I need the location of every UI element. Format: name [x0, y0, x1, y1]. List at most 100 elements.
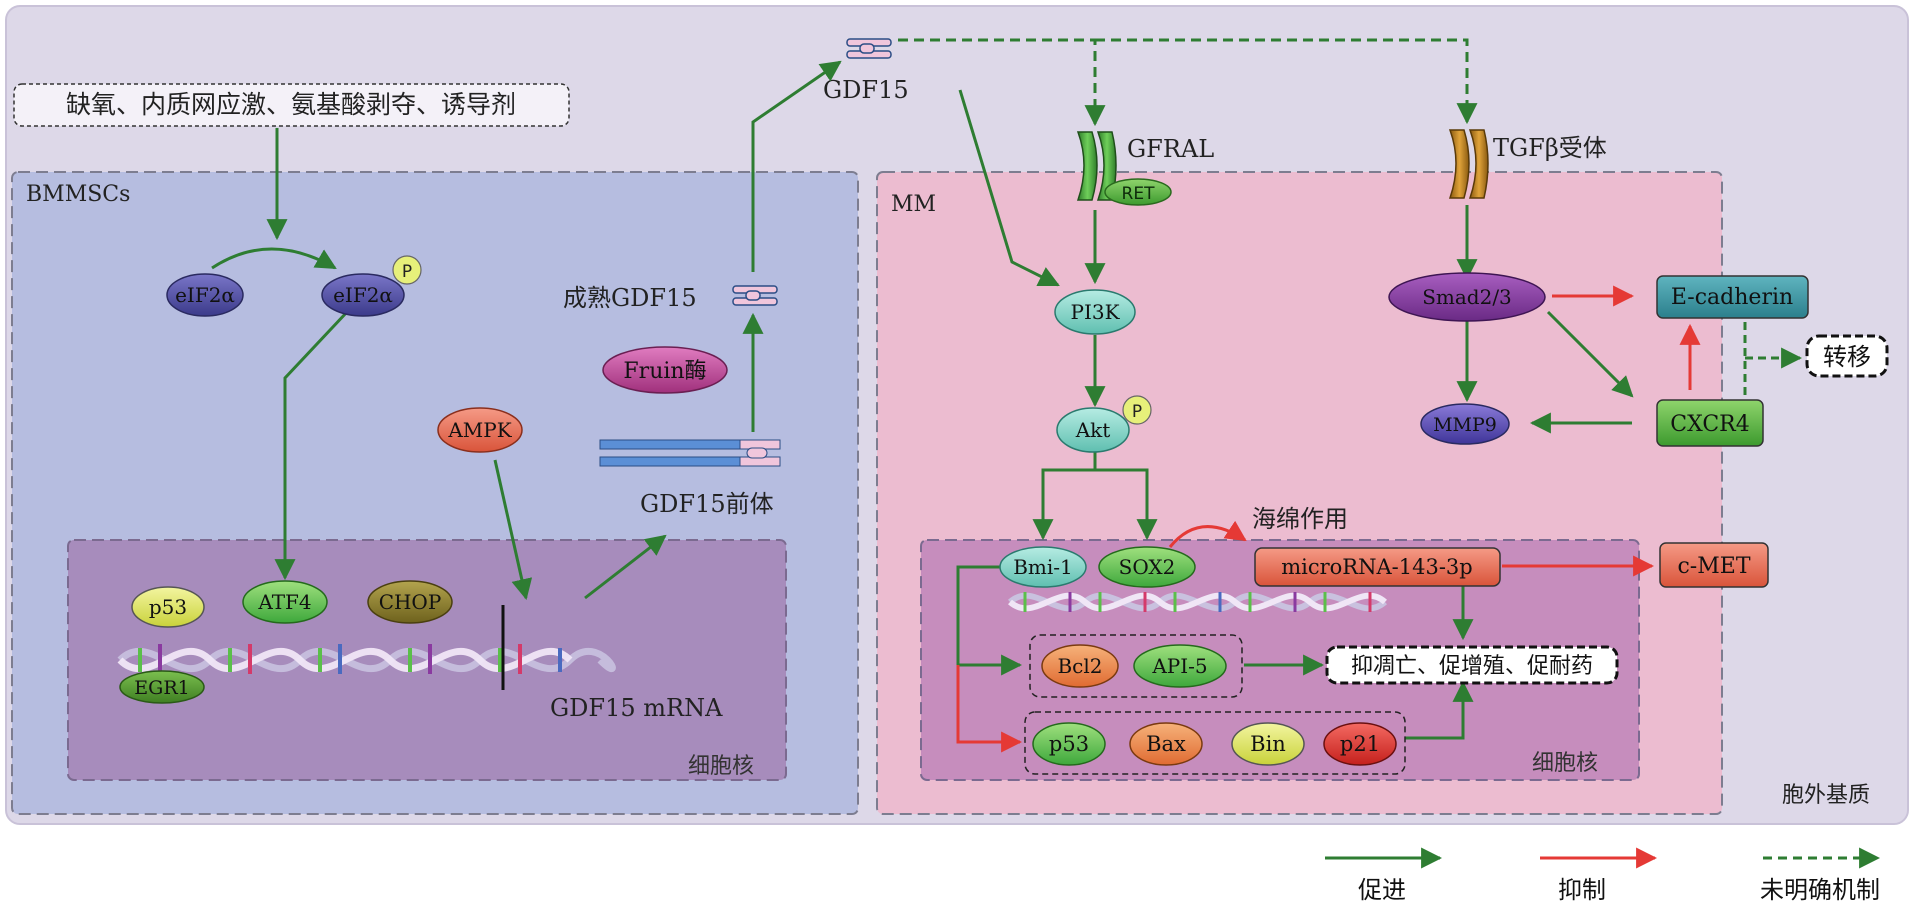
phospho-label-eif2a: P: [402, 262, 412, 282]
dashed-ecadherin-cxcr4-metastasis: [1743, 322, 1800, 395]
triggers-text: 缺氧、内质网应激、氨基酸剥夺、诱导剂: [66, 90, 516, 119]
dna-helix-right: [1008, 592, 1387, 612]
legend-promote-label: 促进: [1358, 876, 1406, 904]
ampk-label: AMPK: [447, 418, 512, 442]
eif2a-phospho-label: eIF2α: [333, 283, 393, 307]
arrow-sox2-mirna: [1168, 520, 1247, 548]
nucleus-left-label: 细胞核: [688, 754, 754, 779]
mm-label: MM: [891, 192, 936, 217]
atf4-label: ATF4: [257, 590, 311, 614]
akt-label: Akt: [1075, 418, 1111, 442]
chop-node: [367, 580, 453, 624]
cxcr4-node: [1656, 399, 1764, 447]
phospho-badge-eif2a: [392, 255, 422, 285]
arrow-smad-cxcr4: [1546, 310, 1634, 398]
mature-gdf15-icon: [732, 285, 778, 306]
mmp9-label: MMP9: [1433, 414, 1497, 436]
bax-label: Bax: [1146, 732, 1186, 756]
triggers-box: [13, 83, 570, 127]
bcl2-label: Bcl2: [1057, 654, 1102, 678]
p53-left-label: p53: [149, 595, 187, 619]
gfral-receptor-icon: [1076, 131, 1172, 206]
bmmsc-label: BMMSCs: [26, 182, 130, 207]
legend: 促进 抑制 未明确机制: [1325, 847, 1881, 904]
gdf15-secreted-icon: [846, 38, 892, 59]
bax-node: [1129, 722, 1203, 766]
ret-label: RET: [1122, 184, 1156, 204]
ecadherin-node: [1656, 275, 1809, 319]
p53-left-node: [131, 586, 205, 628]
pi3k-node: [1054, 289, 1136, 335]
arrow-gdf15-pi3k: [958, 89, 1060, 287]
eif2a-label: eIF2α: [175, 283, 235, 307]
eif2a-node: [166, 273, 244, 317]
bin-node: [1231, 722, 1305, 766]
phospho-label-akt: P: [1132, 402, 1142, 422]
chop-label: CHOP: [379, 590, 442, 614]
ecadherin-label: E-cadherin: [1671, 285, 1793, 310]
tgfb-receptor-label: TGFβ受体: [1493, 134, 1607, 162]
sox2-label: SOX2: [1119, 555, 1176, 579]
p21-label: p21: [1340, 732, 1380, 756]
eif2a-phospho-node: [321, 273, 405, 317]
cmet-label: c-MET: [1677, 554, 1750, 579]
arrow-ampk-mrna: [493, 459, 533, 601]
sponge-label: 海绵作用: [1252, 505, 1348, 533]
mirna-label: microRNA-143-3p: [1281, 555, 1473, 579]
mirna-node: [1254, 547, 1501, 587]
cmet-node: [1659, 542, 1769, 588]
cxcr4-label: CXCR4: [1670, 412, 1750, 437]
ecm-label: 胞外基质: [1782, 783, 1870, 808]
mature-gdf15-label: 成熟GDF15: [563, 284, 697, 312]
metastasis-label: 转移: [1823, 343, 1871, 371]
bmi1-node: [999, 546, 1087, 588]
p53-right-node: [1032, 722, 1106, 766]
furin-node: [602, 346, 728, 394]
bcl2-node: [1041, 644, 1119, 688]
gdf15-precursor-label: GDF15前体: [640, 490, 774, 518]
bin-label: Bin: [1250, 732, 1286, 756]
akt-node: [1056, 407, 1130, 453]
gdf15-secreted-label: GDF15: [823, 76, 909, 104]
nucleus-right-label: 细胞核: [1532, 751, 1598, 776]
arrow-akt-bmi1: [1032, 452, 1097, 541]
arrow-eif2ap-atf4: [274, 310, 349, 581]
egr1-label: EGR1: [134, 677, 189, 699]
gfral-label: GFRAL: [1127, 135, 1214, 163]
arrow-p21-outcome: [1405, 680, 1474, 740]
arrow-akt-sox2: [1095, 468, 1158, 541]
bmi1-label: Bmi-1: [1013, 555, 1073, 579]
outcome-box: [1325, 645, 1619, 685]
arrow-mature-secreted: [751, 60, 842, 272]
mmp9-node: [1420, 403, 1510, 445]
arrow-eif2a-phospho: [211, 247, 337, 270]
tgfb-receptor-icon: [1448, 129, 1489, 199]
sox2-node: [1098, 546, 1196, 588]
arrow-bmi1-bcl2: [956, 565, 1023, 676]
dna-helix-left: [117, 644, 616, 674]
arrow-mrna-precursor: [584, 534, 667, 600]
api5-node: [1133, 644, 1227, 688]
gdf15-precursor-icon: [599, 439, 781, 467]
furin-label: Fruin酶: [623, 359, 706, 384]
atf4-node: [242, 580, 328, 624]
metastasis-box: [1805, 334, 1889, 378]
legend-unknown-label: 未明确机制: [1760, 876, 1880, 904]
gdf15-mrna-label: GDF15 mRNA: [550, 694, 723, 722]
pi3k-label: PI3K: [1070, 300, 1120, 324]
p21-node: [1323, 722, 1397, 766]
api5-label: API-5: [1151, 654, 1207, 678]
pro-apoptosis-group: [1024, 711, 1406, 775]
smad-label: Smad2/3: [1422, 285, 1512, 309]
anti-apoptosis-group: [1029, 634, 1243, 698]
ampk-node: [437, 407, 523, 453]
arrow-bmi1-p53-group: [956, 665, 1023, 753]
smad-node: [1388, 272, 1546, 322]
dashed-gdf15-tgfb: [1095, 38, 1478, 125]
outcome-label: 抑凋亡、促增殖、促耐药: [1351, 654, 1593, 679]
phospho-badge-akt: [1122, 395, 1152, 425]
legend-inhibit-label: 抑制: [1558, 876, 1606, 904]
p53-right-label: p53: [1049, 732, 1089, 756]
egr1-node: [119, 670, 205, 704]
